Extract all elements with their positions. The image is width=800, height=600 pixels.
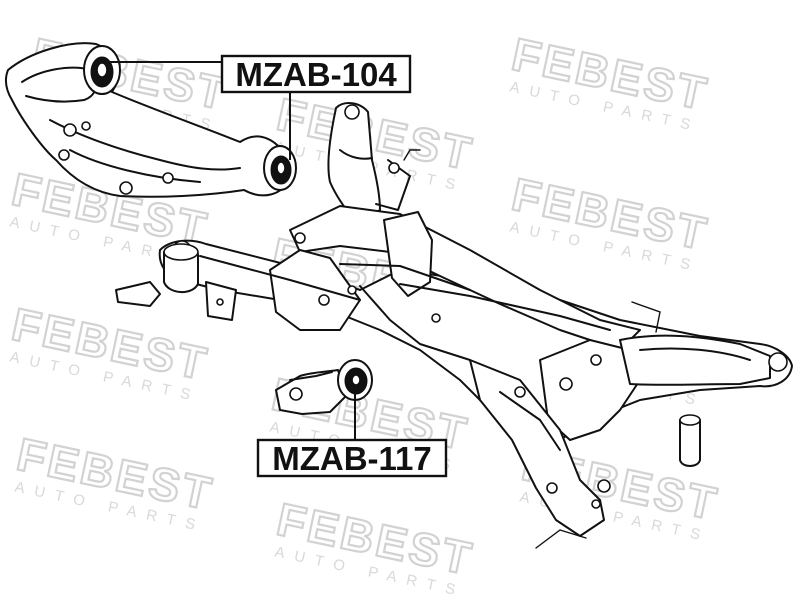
watermark-tile: FEBEST AUTO PARTS: [506, 167, 714, 276]
callout-box: [256, 438, 448, 478]
bushing-mzab-104-lower: [263, 145, 297, 191]
bushing-mzab-104-upper: [83, 45, 121, 95]
bushing-mzab-117: [337, 359, 373, 401]
watermark-tile: FEBEST AUTO PARTS: [11, 427, 219, 536]
callout-mzab-104: MZAB-104: [110, 54, 412, 160]
callout-label: MZAB-104: [235, 56, 397, 93]
watermark-tile: FEBEST AUTO PARTS: [6, 297, 214, 406]
subframe: [115, 149, 793, 549]
callout-label: MZAB-117: [272, 440, 432, 477]
watermark-tile: FEBEST AUTO PARTS: [506, 27, 714, 136]
callout-mzab-117: MZAB-117: [256, 392, 448, 478]
upper-control-arm: [4, 42, 291, 198]
callout-box: [220, 54, 412, 94]
rear-mount-bracket: [275, 369, 347, 415]
watermark-tile: FEBEST AUTO PARTS: [271, 492, 479, 600]
